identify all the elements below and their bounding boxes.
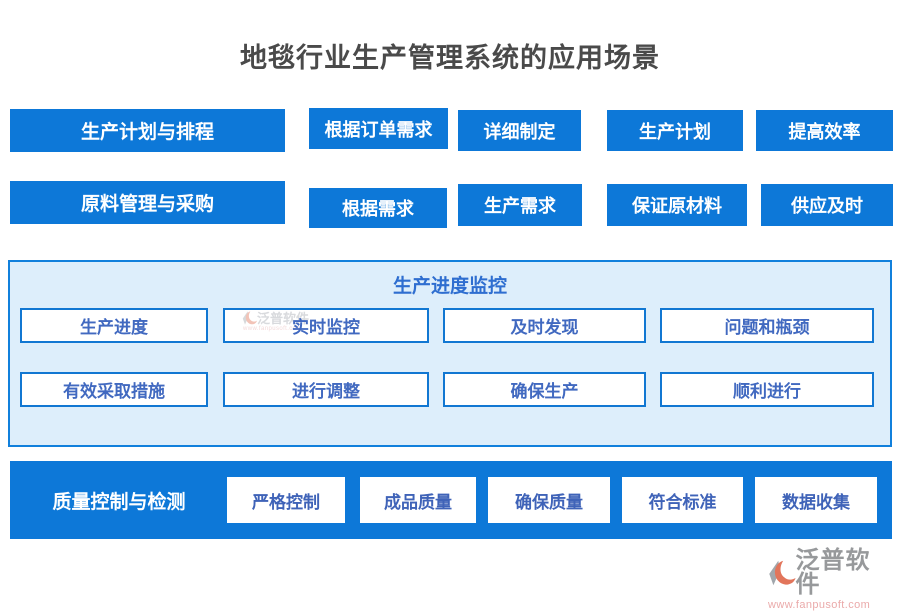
quality-step-box: 成品质量 xyxy=(360,477,476,523)
monitor-step-label: 及时发现 xyxy=(510,318,579,337)
material-header-box: 原料管理与采购 xyxy=(10,181,285,224)
plan-step-box: 根据订单需求 xyxy=(309,108,448,149)
brand-logo-icon xyxy=(242,311,257,325)
monitor-step-box: 问题和瓶颈 xyxy=(660,308,874,343)
monitor-step-label: 顺利进行 xyxy=(733,382,801,401)
brand-watermark: 泛普软件 www.fanpusoft.com xyxy=(766,549,894,611)
page-title: 地毯行业生产管理系统的应用场景 xyxy=(240,43,660,73)
quality-step-box: 确保质量 xyxy=(488,477,610,523)
watermark-url-text: www.fanpusoft.com xyxy=(768,599,871,611)
monitor-step-label: 实时监控 xyxy=(292,318,360,337)
monitor-step-label: 有效采取措施 xyxy=(63,382,165,401)
monitor-title: 生产进度监控 xyxy=(392,276,507,297)
brand-logo-icon xyxy=(769,560,796,586)
monitor-step-box: 有效采取措施 xyxy=(20,372,208,407)
quality-step-box: 严格控制 xyxy=(227,477,345,523)
material-step-box: 根据需求 xyxy=(309,188,447,228)
monitor-step-label: 进行调整 xyxy=(292,382,360,401)
monitor-step-box: 顺利进行 xyxy=(660,372,874,407)
material-step-box: 生产需求 xyxy=(458,184,582,226)
watermark-brand-text: 泛普软件 xyxy=(795,547,871,598)
quality-band: 质量控制与检测 严格控制 成品质量 确保质量 符合标准 数据收集 xyxy=(10,461,892,539)
monitor-step-box: 实时监控 xyxy=(223,308,429,343)
plan-step-box: 提高效率 xyxy=(756,110,893,151)
monitor-panel: 生产进度监控 生产进度 实时监控 及时发现 问题和瓶颈 有效采取措施 进行调整 … xyxy=(8,260,892,447)
material-step-box: 供应及时 xyxy=(761,184,893,226)
watermark-url-text: www.fanpusoft.com xyxy=(243,326,302,332)
plan-header-box: 生产计划与排程 xyxy=(10,109,285,152)
quality-step-box: 数据收集 xyxy=(755,477,877,523)
watermark-brand-text: 泛普软件 xyxy=(257,310,310,326)
monitor-step-label: 问题和瓶颈 xyxy=(724,318,810,337)
monitor-step-box: 生产进度 xyxy=(20,308,208,343)
quality-header: 质量控制与检测 xyxy=(52,491,186,513)
monitor-step-label: 生产进度 xyxy=(80,318,148,337)
monitor-step-box: 进行调整 xyxy=(223,372,429,407)
material-step-box: 保证原材料 xyxy=(607,184,747,226)
monitor-step-box: 确保生产 xyxy=(443,372,646,407)
plan-step-box: 生产计划 xyxy=(607,110,743,151)
monitor-step-label: 确保生产 xyxy=(510,382,579,401)
plan-step-box: 详细制定 xyxy=(458,110,581,151)
center-watermark: 泛普软件 www.fanpusoft.com xyxy=(241,310,321,332)
monitor-step-box: 及时发现 xyxy=(443,308,646,343)
quality-step-box: 符合标准 xyxy=(622,477,743,523)
